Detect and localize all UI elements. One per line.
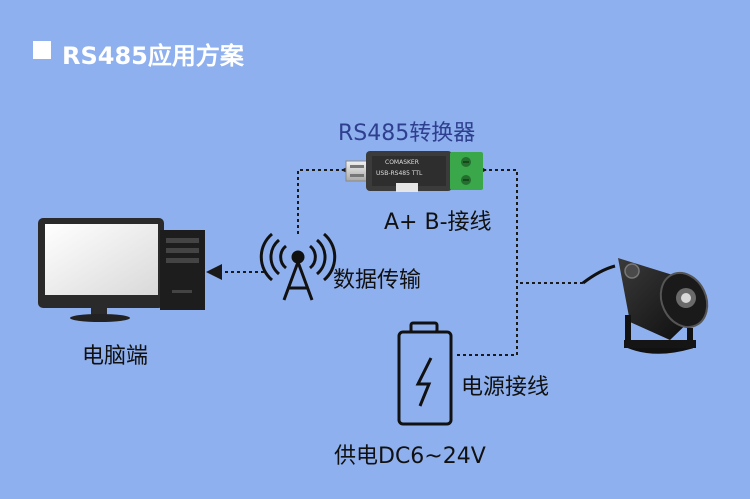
power-supply-label: 供电DC6~24V: [334, 444, 486, 469]
data-transfer-label: 数据传输: [333, 268, 422, 293]
terminal-to-lamp-line: [471, 162, 583, 284]
computer-icon: [38, 218, 205, 322]
converter-wiring-label: A+ B-接线: [384, 210, 492, 235]
rs485-converter-image: COMASKER USB-RS485 TTL: [345, 151, 483, 192]
converter-title: RS485转换器: [338, 121, 476, 146]
antenna-icon: [259, 232, 337, 301]
computer-label: 电脑端: [82, 344, 149, 369]
page-title: RS485应用方案: [62, 42, 244, 70]
title-bullet: [33, 41, 51, 59]
spotlight-image: [582, 258, 709, 354]
svg-text:COMASKER: COMASKER: [385, 159, 419, 166]
connection-lines: [206, 162, 583, 356]
power-wiring-label: 电源接线: [461, 375, 550, 400]
battery-to-line: [457, 283, 518, 356]
svg-text:USB-RS485 TTL: USB-RS485 TTL: [376, 170, 423, 177]
battery-icon: [397, 321, 453, 426]
usb-to-antenna-line: [297, 162, 357, 235]
